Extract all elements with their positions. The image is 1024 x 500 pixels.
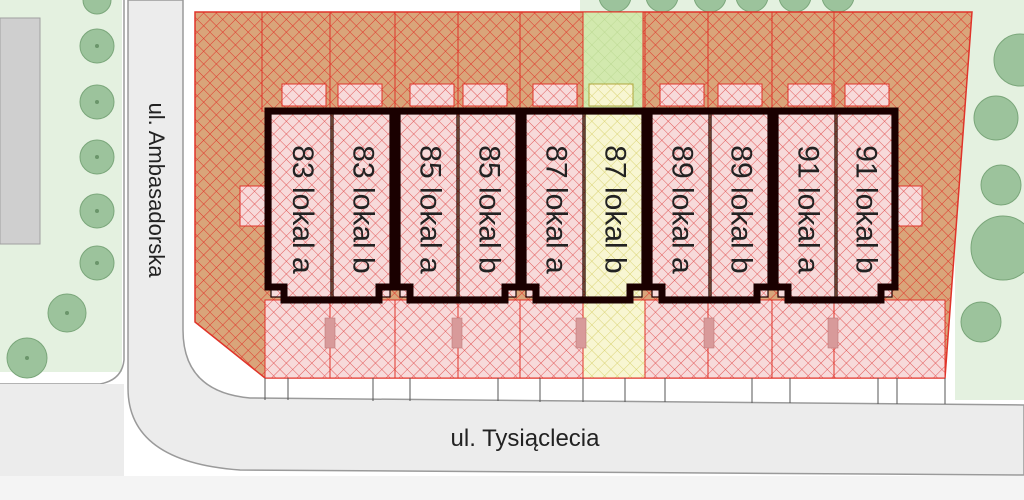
selected-terrace — [588, 83, 634, 107]
trees-top — [598, 0, 855, 13]
entrance-pads — [324, 317, 839, 349]
unit-label: 85 lokal a — [414, 145, 447, 274]
unit-label: 83 lokal b — [347, 145, 380, 273]
unit-label: 89 lokal a — [666, 145, 699, 274]
selected-garden-front — [582, 299, 646, 379]
street-ambasadorska — [127, 0, 1024, 476]
unit-labels: 83 lokal a 83 lokal b 85 lokal a 85 lokal b… — [286, 145, 883, 274]
unit-label: 91 lokal b — [850, 145, 883, 273]
unit-label: 87 lokal a — [540, 145, 573, 274]
unit-cell[interactable] — [332, 113, 391, 298]
buildings — [264, 107, 899, 304]
trees-right — [960, 33, 1024, 343]
lawn-top — [580, 0, 970, 14]
unit-label: 85 lokal b — [473, 145, 506, 273]
terraces — [239, 83, 923, 227]
unit-cell-selected[interactable] — [584, 113, 643, 298]
street-label-ambasadorska: ul. Ambasadorska — [144, 103, 169, 279]
unit-label: 89 lokal b — [725, 145, 758, 273]
unit-label: 87 lokal b — [599, 145, 632, 273]
unit-label: 91 lokal a — [792, 145, 825, 274]
unit-cell[interactable] — [270, 113, 332, 298]
neighbour-building — [0, 17, 41, 245]
unit-label: 83 lokal a — [286, 145, 319, 274]
street-label-tysiaclecia: ul. Tysiąclecia — [451, 425, 601, 452]
